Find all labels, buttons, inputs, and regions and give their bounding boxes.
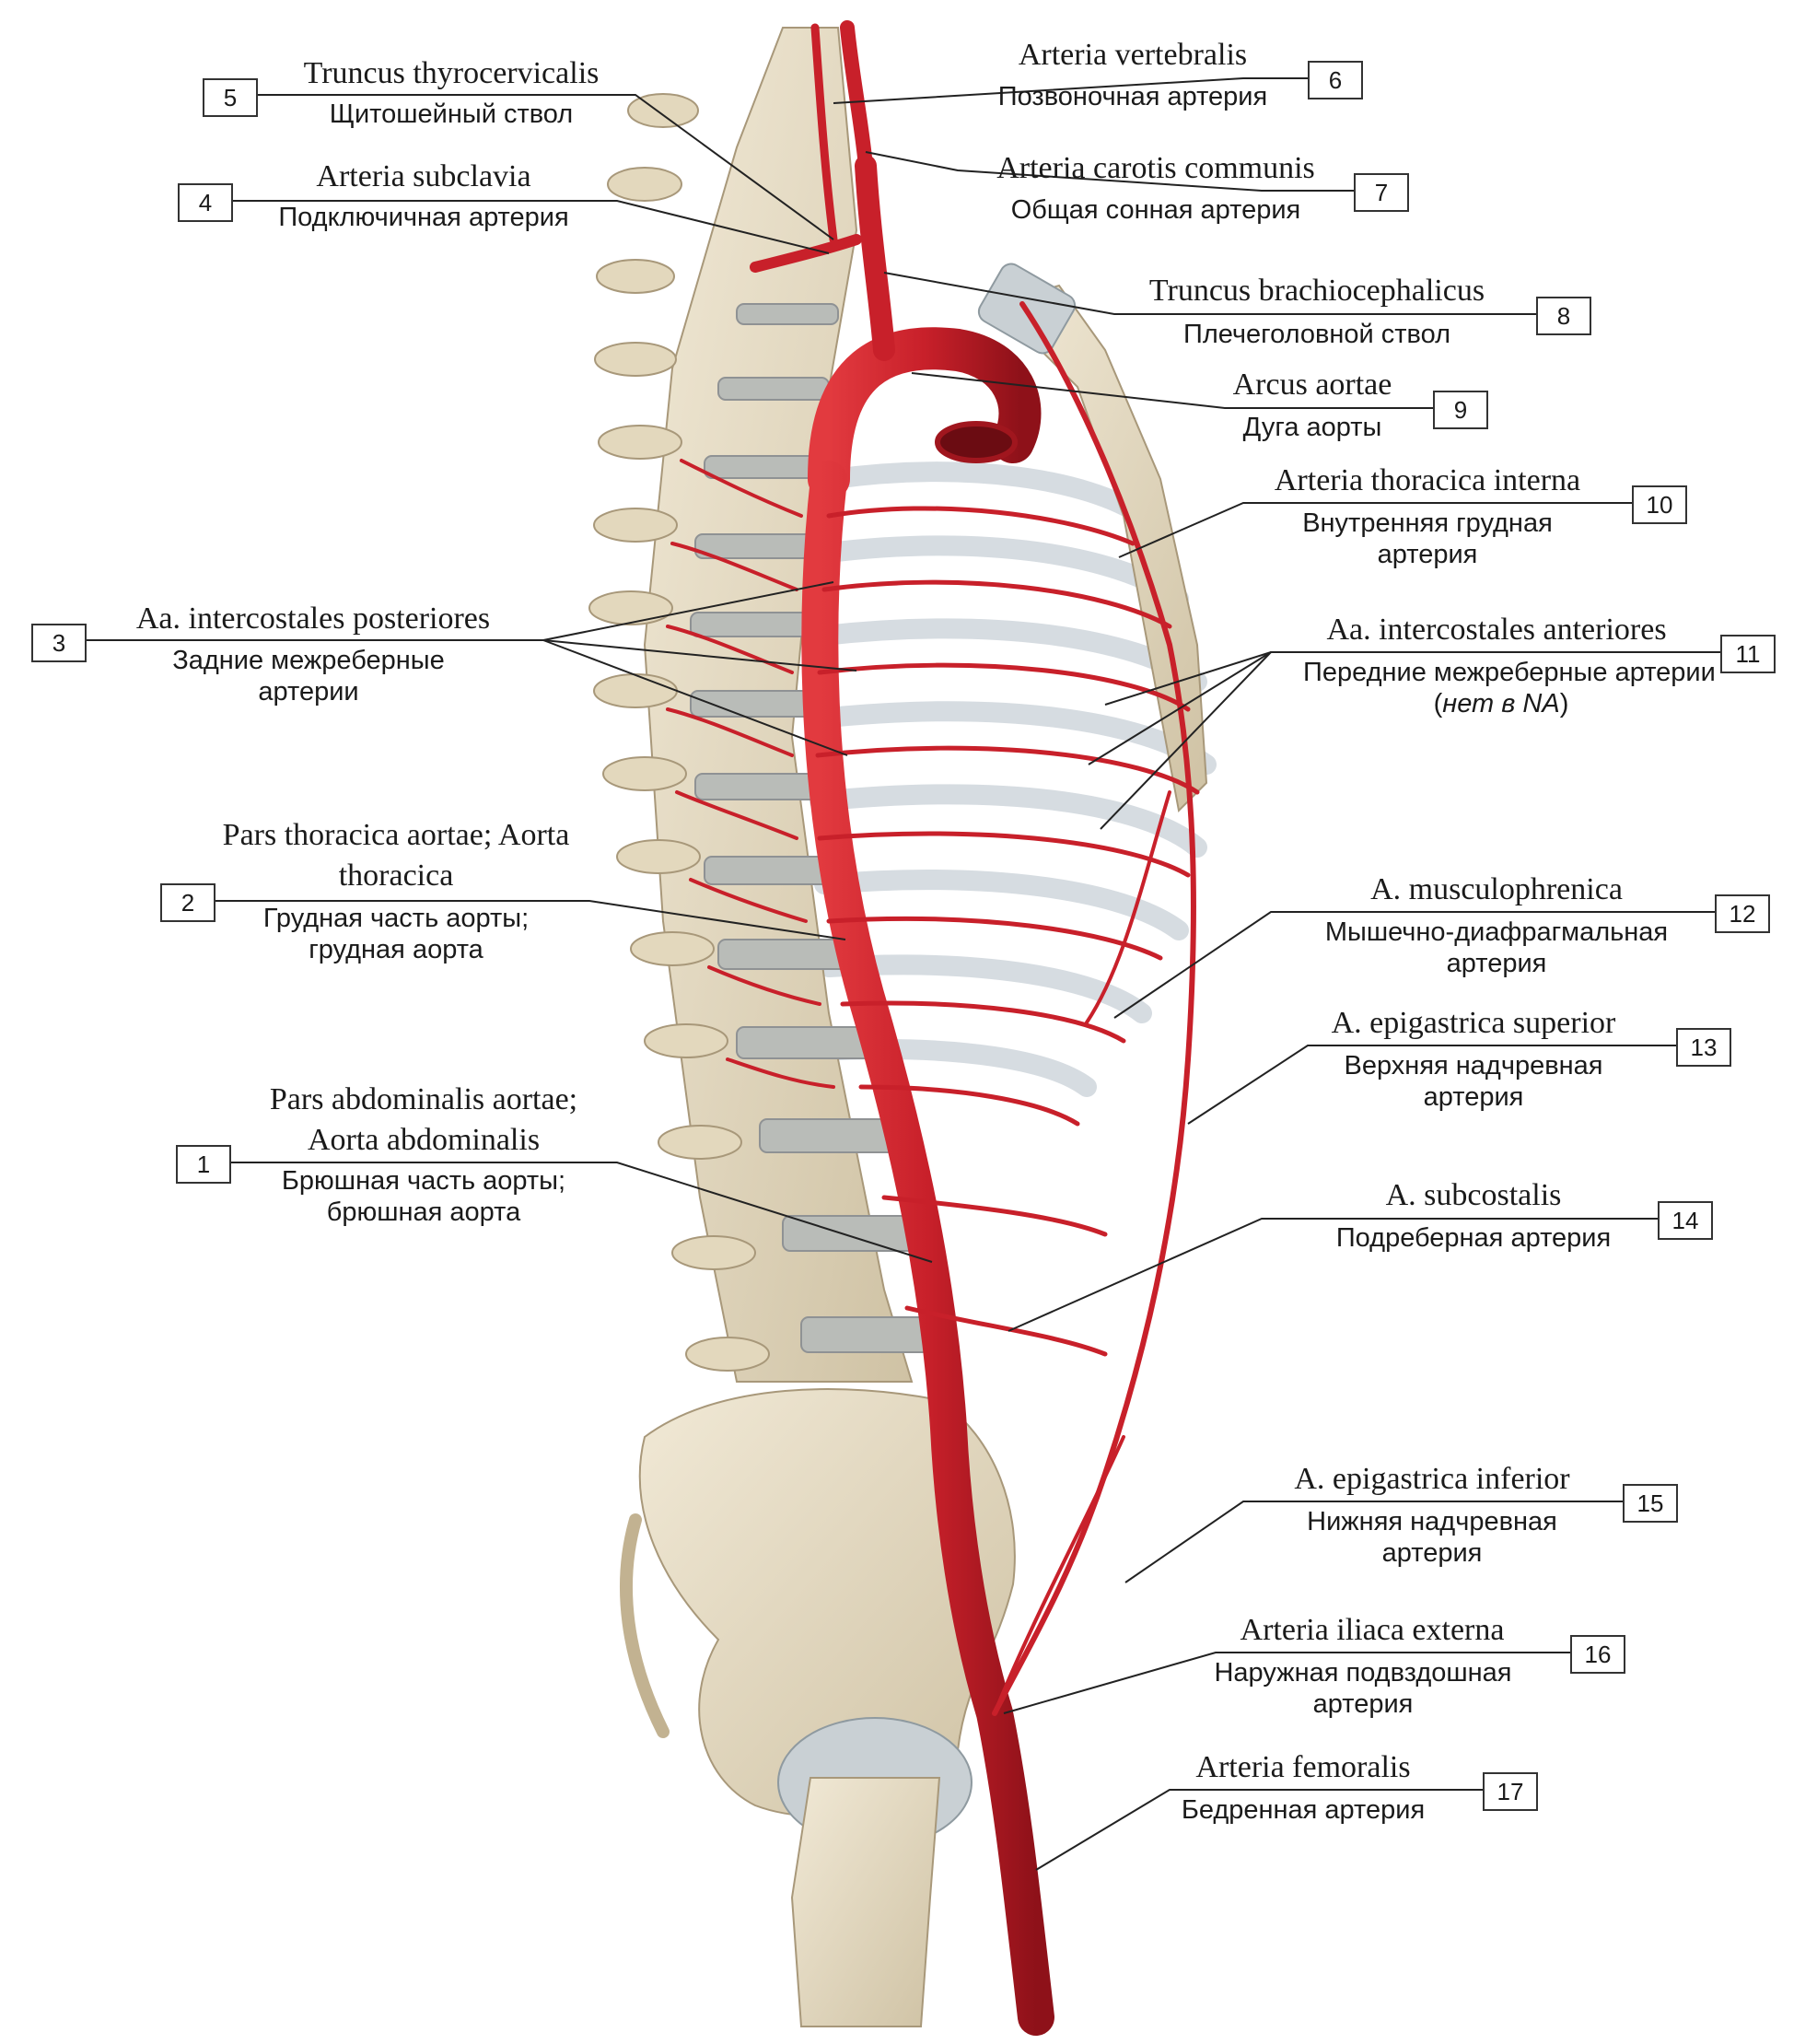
leader-5 <box>254 94 834 240</box>
rib-cage <box>809 461 1217 1097</box>
label-number-box: 17 <box>1483 1772 1538 1811</box>
leader-13 <box>1187 1045 1676 1125</box>
label-russian: Грудная часть аорты; грудная аорта <box>262 904 530 964</box>
label-latin: A. epigastrica inferior <box>1294 1462 1570 1496</box>
leader-8 <box>883 272 1536 315</box>
label-latin: Arteria vertebralis <box>1018 38 1248 72</box>
label-russian: Внутренняя грудная артерия <box>1302 508 1553 569</box>
leader-3b <box>542 639 857 672</box>
label-russian-note-text: нет в NA <box>1442 689 1560 718</box>
label-number-box: 8 <box>1536 297 1591 335</box>
epigastric-inferior <box>993 1435 1125 1715</box>
label-number-box: 16 <box>1570 1635 1625 1674</box>
label-latin: Arteria femoralis <box>1195 1750 1411 1784</box>
label-russian: Брюшная часть аорты; брюшная аорта <box>281 1166 566 1227</box>
label-russian: Бедренная артерия <box>1181 1795 1426 1825</box>
label-russian: Верхняя надчревная артерия <box>1344 1051 1603 1112</box>
descending-aorta <box>801 461 1054 2036</box>
internal-thoracic <box>992 301 1196 1716</box>
label-latin: Pars abdominalis aortae; Aorta abdominal… <box>269 1082 578 1157</box>
label-russian: Щитошейный ствол <box>329 99 574 129</box>
label-russian: Плечеголовной ствол <box>1182 320 1451 349</box>
label-latin: Truncus thyrocervicalis <box>303 56 600 90</box>
label-latin: A. musculophrenica <box>1370 872 1623 906</box>
label-latin: Arteria thoracica interna <box>1274 463 1581 497</box>
label-number-box: 14 <box>1658 1201 1713 1240</box>
leader-16 <box>1003 1652 1570 1714</box>
subclavian <box>750 234 862 273</box>
label-latin: Arcus aortae <box>1232 368 1392 402</box>
label-russian: Мышечно-диафрагмальная артерия <box>1324 917 1669 978</box>
leader-11b <box>1088 651 1272 765</box>
label-russian: Общая сонная артерия <box>1010 195 1301 225</box>
vertebral-column <box>588 27 949 1383</box>
label-latin: Arteria iliaca externa <box>1240 1613 1505 1647</box>
leader-11 <box>1104 651 1722 706</box>
label-latin: Aa. intercostales posteriores <box>135 602 491 636</box>
leader-10 <box>1118 502 1632 558</box>
label-number-box: 5 <box>203 78 258 117</box>
label-latin: A. subcostalis <box>1385 1178 1562 1212</box>
label-russian-main: Передние межреберные артерии <box>1303 658 1716 687</box>
label-russian: Дуга аорты <box>1242 413 1382 442</box>
label-latin: Truncus brachiocephalicus <box>1148 274 1485 308</box>
label-latin: Pars thoracica aortae; Aorta thoracica <box>222 818 570 893</box>
label-number-box: 7 <box>1354 173 1409 212</box>
label-latin: Arteria subclavia <box>316 159 531 193</box>
leader-9 <box>911 372 1437 409</box>
label-number-box: 12 <box>1715 894 1770 933</box>
leader-6 <box>833 77 1312 104</box>
label-russian: Нижняя надчревная артерия <box>1307 1507 1557 1568</box>
arterial-system <box>666 20 1200 2036</box>
leader-1 <box>230 1162 933 1263</box>
label-russian: Наружная подвздошная артерия <box>1214 1658 1512 1719</box>
label-number-box: 10 <box>1632 485 1687 524</box>
label-number-box: 11 <box>1720 635 1776 673</box>
label-number-box: 2 <box>160 883 215 922</box>
aortic-arch <box>808 327 1042 500</box>
label-latin: Aa. intercostales anteriores <box>1326 613 1667 647</box>
label-latin: Arteria carotis communis <box>996 151 1315 185</box>
label-number-box: 9 <box>1433 391 1488 429</box>
leader-4 <box>230 200 830 254</box>
label-number-box: 4 <box>178 183 233 222</box>
label-russian: Позвоночная артерия <box>997 82 1268 111</box>
label-number-box: 6 <box>1308 61 1363 99</box>
leader-7 <box>865 151 1358 192</box>
label-number-box: 1 <box>176 1145 231 1184</box>
leader-2 <box>212 900 846 940</box>
leader-11c <box>1100 651 1272 830</box>
leader-lines <box>85 77 1722 1871</box>
leader-12 <box>1113 911 1715 1019</box>
label-russian: Подключичная артерия <box>278 203 569 232</box>
common-carotid <box>840 20 873 173</box>
label-russian: Подреберная артерия <box>1335 1223 1612 1253</box>
musculophrenica <box>1085 790 1171 1024</box>
label-number-box: 13 <box>1676 1028 1731 1067</box>
leader-3c <box>542 639 848 756</box>
label-russian: Задние межреберные артерии <box>172 646 445 707</box>
label-latin: A. epigastrica superior <box>1331 1006 1616 1040</box>
label-russian: Передние межреберные артерии <box>1303 657 1716 688</box>
label-number-box: 15 <box>1623 1484 1678 1523</box>
leader-14 <box>1008 1218 1658 1332</box>
label-number-box: 3 <box>31 624 87 662</box>
vertebral-artery <box>810 23 838 244</box>
leader-15 <box>1124 1501 1623 1583</box>
brachiocephalic-trunk <box>855 155 895 361</box>
label-russian-note: (нет в NA) <box>1433 689 1569 718</box>
pelvis <box>620 1388 1016 2027</box>
